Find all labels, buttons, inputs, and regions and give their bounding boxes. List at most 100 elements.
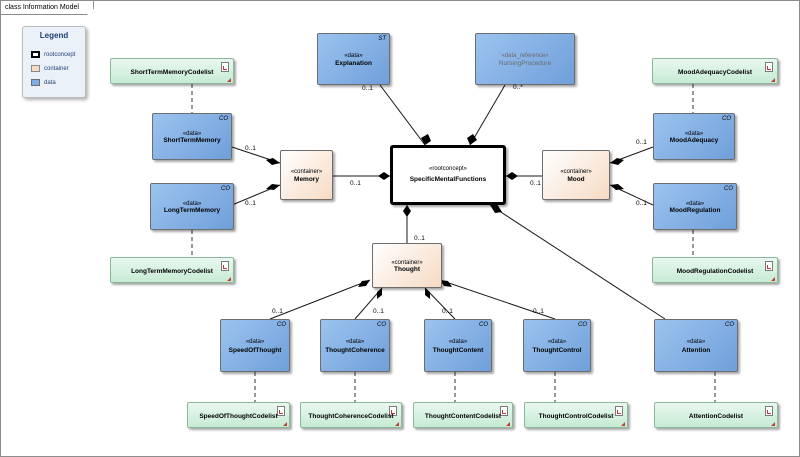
assoc-nursing-procedure [469, 84, 506, 146]
diagram-title: class Information Model [1, 1, 94, 15]
codelist-name: MoodAdequacyCodelist [677, 68, 753, 76]
node-mood-adequacy[interactable]: CO «data» MoodAdequacy [653, 113, 735, 160]
codelist-name: ShortTermMemoryCodelist [130, 68, 214, 76]
class-name: SpeedOfThought [228, 346, 282, 354]
diamond-root-mood [506, 172, 518, 180]
codelist-name: AttentionCodelist [688, 412, 744, 420]
stereotype-label: «data» [684, 131, 704, 138]
corner-marker-icon [227, 277, 231, 281]
datatype-tag: CO [377, 322, 386, 328]
stereotype-label: «data» [344, 53, 363, 59]
class-name: NursingProcedure [498, 60, 552, 67]
diamond-thought-tcoh [377, 288, 382, 299]
document-icon [277, 406, 285, 416]
codelist-thought-content[interactable]: ThoughtContentCodelist [413, 402, 513, 428]
node-thought-control[interactable]: CO «data» ThoughtControl [523, 319, 591, 372]
node-specific-mental-functions[interactable]: «rootconcept» SpecificMentalFunctions [390, 145, 506, 205]
codelist-name: ThoughtControlCodelist [538, 412, 614, 420]
stereotype-label: «container» [560, 169, 592, 176]
node-thought[interactable]: «container» Thought [372, 243, 442, 288]
corner-marker-icon [771, 422, 775, 426]
legend-label-container: container [44, 66, 69, 72]
node-explanation[interactable]: ST «data» Explanation [317, 33, 390, 85]
class-name: MoodAdequacy [669, 137, 719, 145]
multiplicity-mood-adequacy: 0..1 [636, 139, 647, 146]
datatype-tag: ST [378, 36, 386, 42]
class-name: Explanation [335, 60, 372, 67]
multiplicity-memory: 0..1 [350, 180, 361, 187]
stereotype-label: «data» [245, 339, 265, 346]
stereotype-label: «data» [547, 339, 567, 346]
diamond-root-memory [378, 172, 390, 180]
node-attention[interactable]: CO «data» Attention [654, 319, 738, 372]
datatype-tag: CO [578, 322, 587, 328]
node-memory[interactable]: «container» Memory [280, 150, 333, 200]
diamond-root-attention [490, 204, 502, 213]
multiplicity-nursing-procedure: 0..* [513, 84, 523, 91]
codelist-name: MoodRegulationCodelist [676, 267, 754, 275]
corner-marker-icon [506, 422, 510, 426]
node-mood[interactable]: «container» Mood [542, 150, 610, 200]
node-thought-coherence[interactable]: CO «data» ThoughtCoherence [320, 319, 390, 372]
stereotype-label: «container» [290, 169, 323, 176]
multiplicity-thought-content: 0..1 [442, 308, 453, 315]
legend-swatch-container [31, 65, 40, 72]
datatype-tag: CO [219, 116, 228, 122]
document-icon [765, 62, 773, 72]
multiplicity-thought-control: 0..1 [533, 308, 544, 315]
corner-marker-icon [771, 78, 775, 82]
legend: Legend rootconcept container data [22, 26, 86, 98]
class-name: ShortTermMemory [163, 137, 221, 145]
codelist-name: LongTermMemoryCodelist [131, 267, 213, 275]
stereotype-label: «data» [685, 201, 705, 208]
document-icon [221, 261, 229, 271]
node-thought-content[interactable]: CO «data» ThoughtContent [424, 319, 492, 372]
diamond-thought-tcon [425, 288, 430, 299]
stereotype-label: «rootconcept» [428, 166, 468, 173]
stereotype-label: «data» [182, 131, 202, 138]
codelist-mood-regulation[interactable]: MoodRegulationCodelist [652, 257, 778, 283]
corner-marker-icon [771, 277, 775, 281]
stereotype-label: «data» [448, 339, 468, 346]
multiplicity-short-term-memory: 0..1 [245, 145, 256, 152]
multiplicity-thought: 0..1 [414, 235, 425, 242]
diamond-root-nursing [467, 134, 477, 145]
codelist-speed-of-thought[interactable]: SpeedOfThoughtCodelist [187, 402, 290, 428]
node-long-term-memory[interactable]: CO «data» LongTermMemory [150, 183, 234, 230]
diamond-root-thought [403, 205, 411, 217]
document-icon [389, 406, 397, 416]
document-icon [765, 406, 773, 416]
node-nursing-procedure[interactable]: «data_reference» NursingProcedure [475, 33, 575, 85]
diamond-memory-stm [266, 158, 280, 165]
class-name: SpecificMentalFunctions [409, 176, 487, 184]
node-speed-of-thought[interactable]: CO «data» SpeedOfThought [220, 319, 290, 372]
multiplicity-long-term-memory: 0..1 [245, 200, 256, 207]
codelist-mood-adequacy[interactable]: MoodAdequacyCodelist [652, 58, 778, 84]
codelist-long-term-memory[interactable]: LongTermMemoryCodelist [110, 257, 234, 283]
node-mood-regulation[interactable]: CO «data» MoodRegulation [653, 183, 737, 230]
assoc-thought-control [439, 279, 556, 320]
datatype-tag: CO [221, 186, 230, 192]
diamond-memory-ltm [266, 184, 280, 190]
datatype-tag: CO [722, 116, 731, 122]
corner-marker-icon [395, 422, 399, 426]
multiplicity-mood-regulation: 0..1 [636, 200, 647, 207]
codelist-attention[interactable]: AttentionCodelist [654, 402, 778, 428]
document-icon [221, 62, 229, 72]
datatype-tag: CO [277, 322, 286, 328]
datatype-tag: CO [724, 186, 733, 192]
codelist-thought-control[interactable]: ThoughtControlCodelist [524, 402, 628, 428]
stereotype-label: «data» [686, 339, 706, 346]
multiplicity-explanation: 0..1 [362, 85, 373, 92]
legend-label-data: data [44, 80, 56, 86]
codelist-thought-coherence[interactable]: ThoughtCoherenceCodelist [300, 402, 402, 428]
class-name: LongTermMemory [163, 207, 221, 215]
assoc-speed-of-thought [269, 279, 371, 320]
assoc-attention [489, 204, 666, 320]
node-short-term-memory[interactable]: CO «data» ShortTermMemory [152, 113, 232, 160]
assoc-explanation [379, 84, 426, 146]
document-icon [615, 406, 623, 416]
diamond-mood-mr [610, 184, 624, 190]
codelist-short-term-memory[interactable]: ShortTermMemoryCodelist [110, 58, 234, 84]
